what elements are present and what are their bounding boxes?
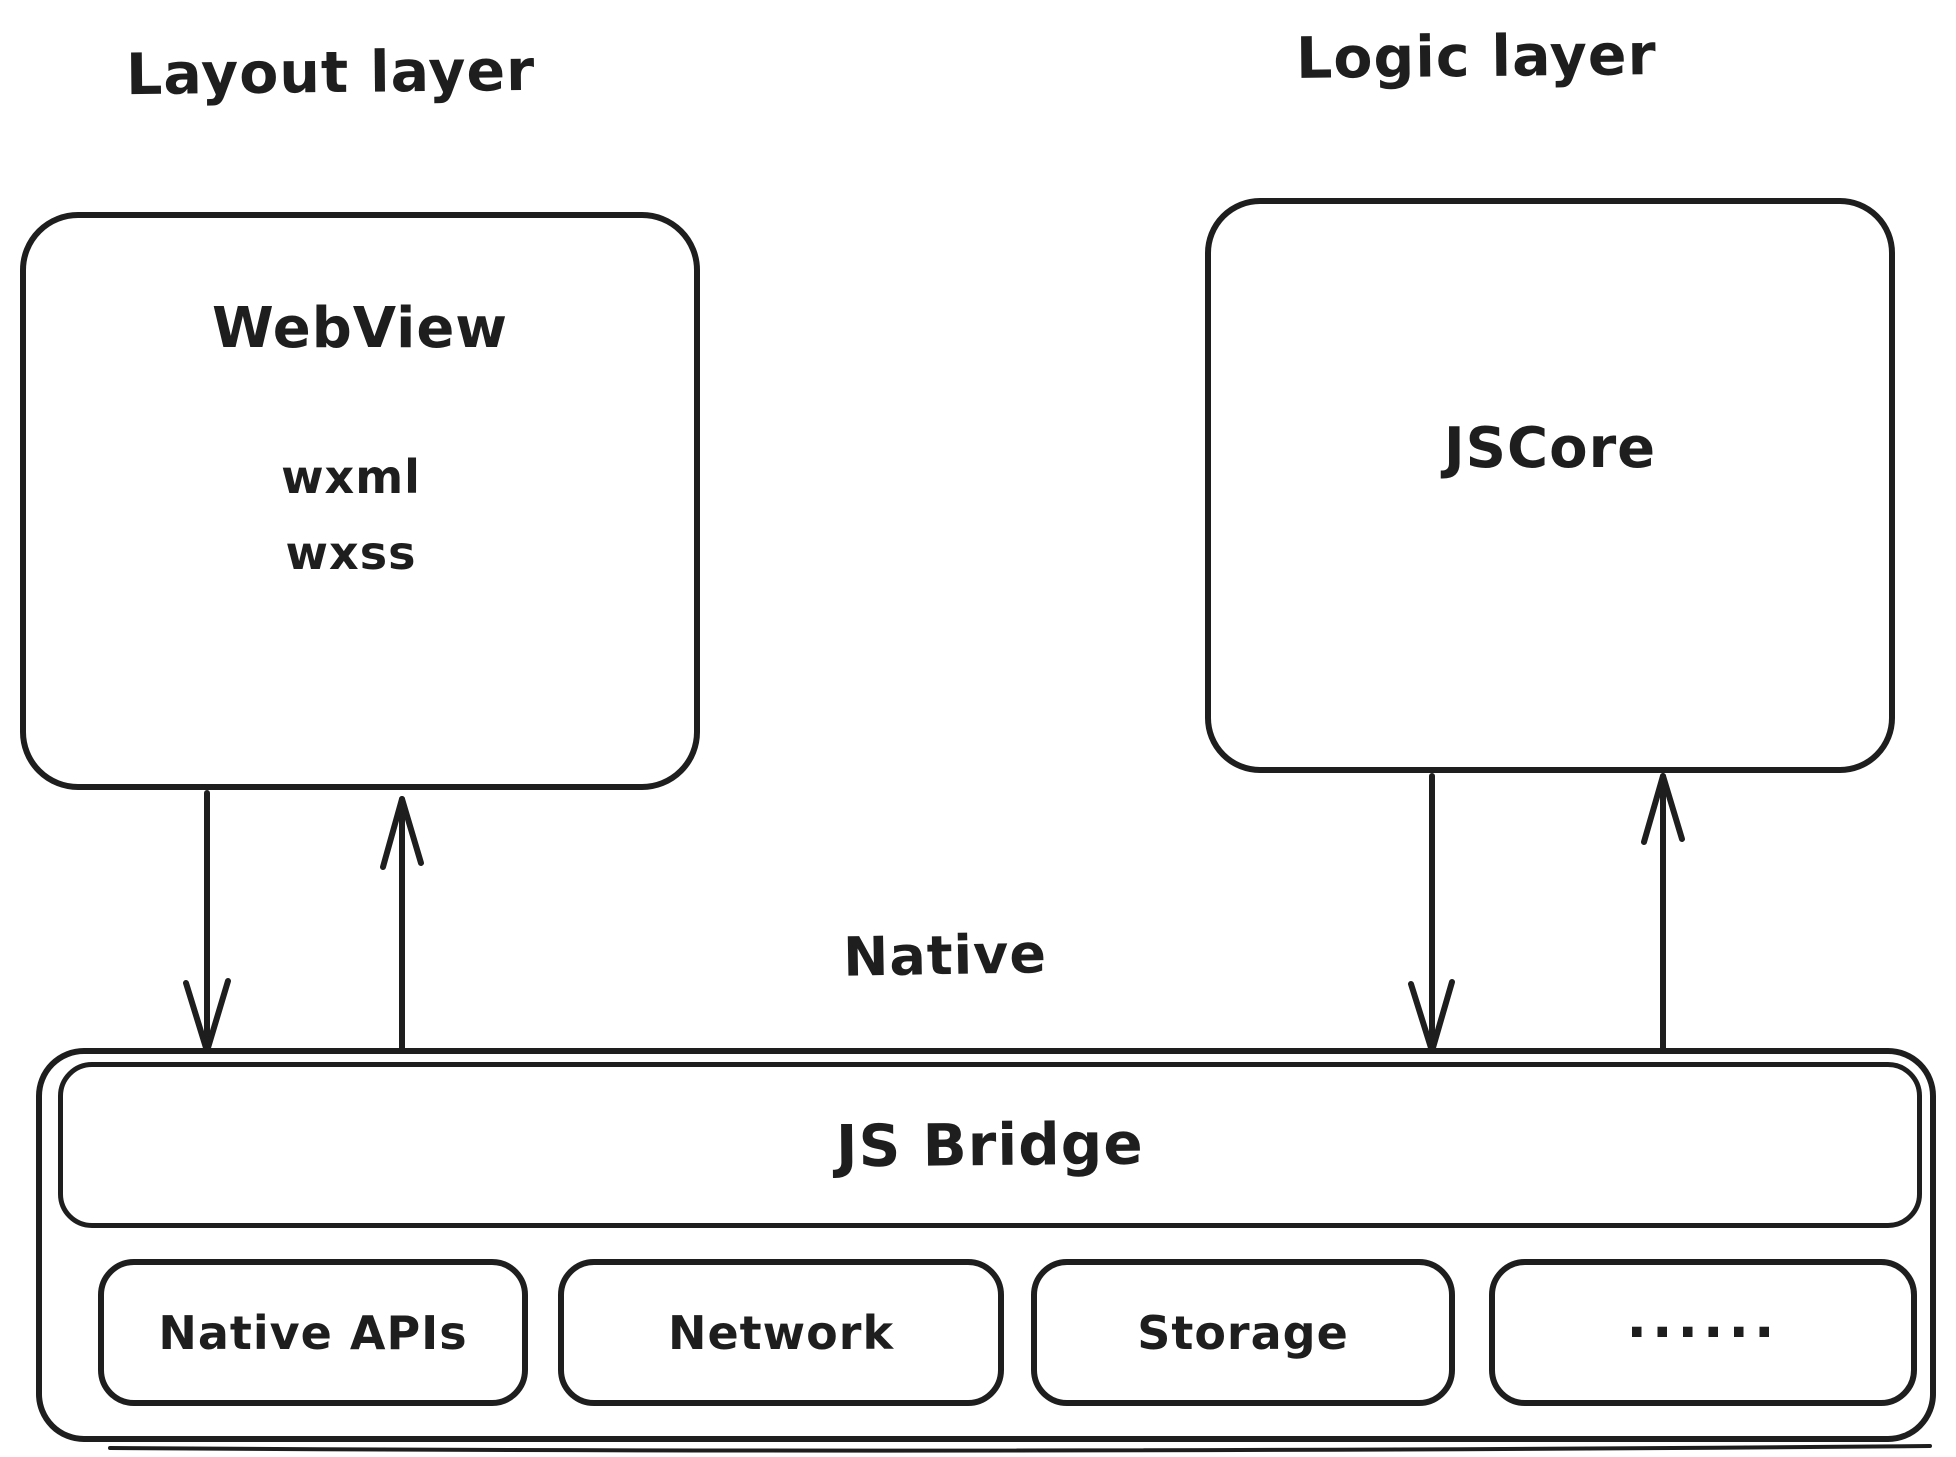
native-apis-box: Native APIs xyxy=(98,1259,528,1406)
webview-title: WebView xyxy=(211,296,509,361)
webview-box: WebView wxml wxss xyxy=(20,212,700,790)
more-modules-box: ...... xyxy=(1489,1259,1917,1406)
js-bridge-title: JS Bridge xyxy=(835,1109,1145,1181)
storage-box: Storage xyxy=(1031,1259,1455,1406)
network-box: Network xyxy=(558,1259,1004,1406)
container-double-stroke xyxy=(108,1444,1932,1453)
jscore-box: JSCore xyxy=(1205,198,1895,773)
native-apis-label: Native APIs xyxy=(158,1305,468,1360)
jscore-to-native-arrow xyxy=(1408,773,1455,1054)
webview-tech-wxml: wxml xyxy=(281,450,421,504)
layout-layer-label: Layout layer xyxy=(125,37,536,109)
more-modules-label: ...... xyxy=(1626,1287,1780,1350)
network-label: Network xyxy=(667,1305,895,1360)
native-to-webview-arrow xyxy=(380,796,424,1052)
webview-tech-wxss: wxss xyxy=(285,525,417,580)
webview-to-native-arrow xyxy=(183,790,231,1054)
native-label: Native xyxy=(842,922,1048,989)
storage-label: Storage xyxy=(1137,1305,1349,1360)
logic-layer-label: Logic layer xyxy=(1295,22,1657,92)
webview-tech-list: wxml wxss xyxy=(26,440,676,592)
jscore-title: JSCore xyxy=(1443,416,1657,481)
native-to-jscore-arrow xyxy=(1641,773,1685,1052)
js-bridge-box: JS Bridge xyxy=(58,1062,1922,1228)
